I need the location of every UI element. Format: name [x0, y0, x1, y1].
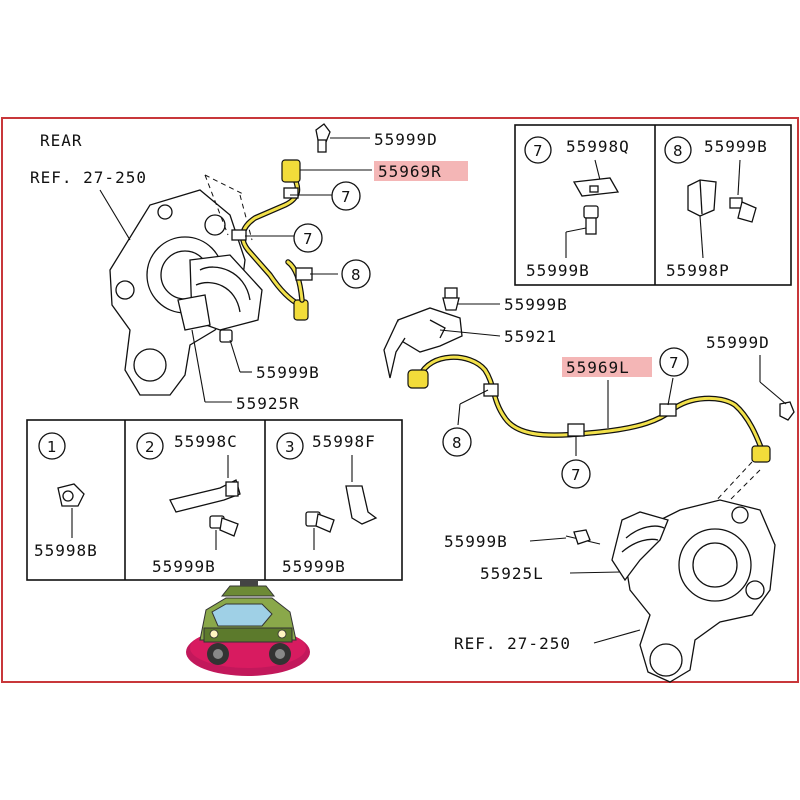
callout-7-d-label: 7 [571, 466, 581, 484]
part-55969r: 55969R [378, 162, 442, 181]
part-55925r: 55925R [236, 394, 300, 413]
inset-bottom-box3-bolt: 55999B [282, 557, 346, 576]
rear-label: REAR [40, 131, 83, 150]
inset-bottom-box1-num: 1 [47, 438, 57, 456]
right-knuckle-drawing [611, 499, 776, 683]
inset-top: 7 55998Q 55999B 8 55999B 55998P [514, 124, 792, 286]
part-55969l: 55969L [566, 358, 630, 377]
callout-7-c-label: 7 [669, 354, 679, 372]
part-55921: 55921 [504, 327, 557, 346]
callout-7-b [293, 223, 323, 253]
callout-7-a [331, 181, 361, 211]
callout-8-a-label: 8 [351, 266, 361, 284]
callout-7-a-label: 7 [341, 188, 351, 206]
inset-top-box7-bolt: 55999B [526, 261, 590, 280]
part-55999b-mid: 55999B [504, 295, 568, 314]
inset-bottom: 1 55998B 2 55998C 55999B 3 55998F 55999B [26, 419, 403, 581]
callout-8-a [341, 259, 371, 289]
inset-top-box8-part: 55999B [704, 137, 768, 156]
part-55999d-top: 55999D [374, 130, 438, 149]
highlight-55969l [562, 357, 652, 377]
inset-bottom-box2-part: 55998C [174, 432, 238, 451]
callout-8-b-label: 8 [452, 434, 462, 452]
right-bracket-55921 [383, 287, 463, 379]
callout-7-c [659, 347, 689, 377]
inset-top-box8-num: 8 [673, 142, 683, 160]
inset-top-box8-clip: 55998P [666, 261, 730, 280]
inset-bottom-box1-part: 55998B [34, 541, 98, 560]
inset-bottom-box3-part: 55998F [312, 432, 376, 451]
callout-7-b-label: 7 [303, 230, 313, 248]
part-55925l: 55925L [480, 564, 544, 583]
ref-label-right: REF. 27-250 [454, 634, 571, 653]
diagram-border [1, 117, 799, 683]
inset-bottom-box3-num: 3 [285, 438, 295, 456]
highlight-55969r [374, 161, 468, 181]
part-55999b-lower: 55999B [444, 532, 508, 551]
inset-top-box7-num: 7 [533, 142, 543, 160]
part-55999d-right: 55999D [706, 333, 770, 352]
callout-7-d [561, 459, 591, 489]
part-55999b-left: 55999B [256, 363, 320, 382]
callout-8-b [442, 427, 472, 457]
right-wire-harness [407, 354, 795, 511]
inset-bottom-box2-bolt: 55999B [152, 557, 216, 576]
car-illustration [186, 580, 310, 676]
left-knuckle-drawing [109, 174, 263, 396]
inset-bottom-box2-num: 2 [145, 438, 155, 456]
inset-top-box7-part: 55998Q [566, 137, 630, 156]
ref-label-left: REF. 27-250 [30, 168, 147, 187]
left-wire-harness [219, 123, 331, 343]
